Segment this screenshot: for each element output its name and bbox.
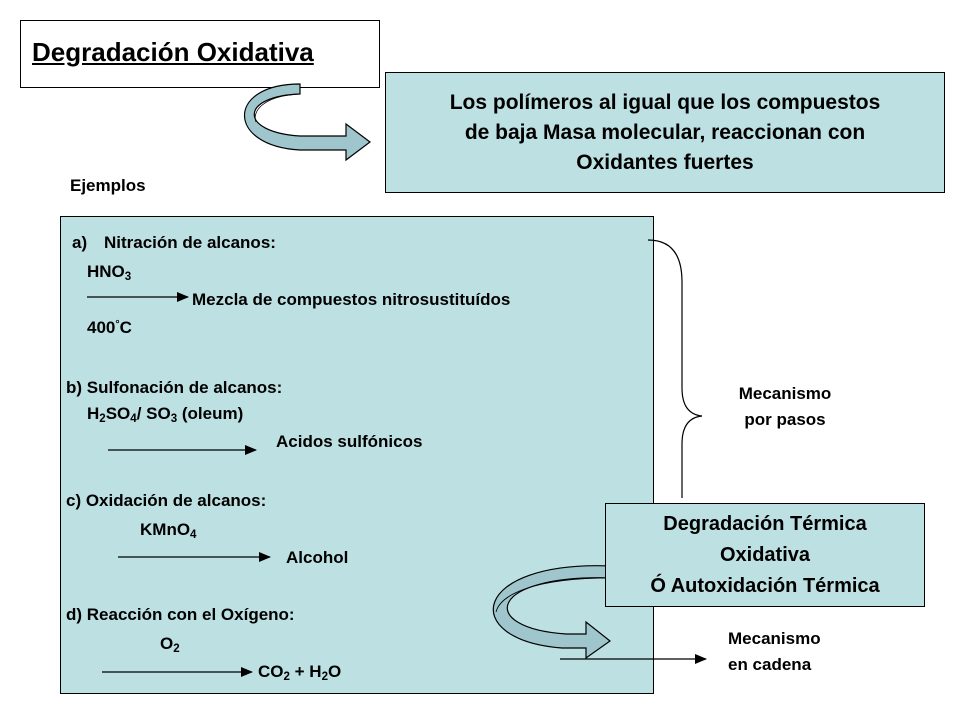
thermal-degradation-box: Degradación Térmica Oxidativa Ó Autoxida… (605, 503, 925, 607)
mechanism-chain-line-2: en cadena (728, 655, 812, 674)
reaction-a-marker: a) (72, 233, 88, 252)
reaction-c-reagent: KMnO4 (140, 520, 197, 542)
reaction-a-heading: Nitración de alcanos: (104, 233, 276, 252)
examples-box (60, 216, 654, 694)
reaction-d-reagent: O2 (160, 634, 180, 656)
reaction-b-heading: b) Sulfonación de alcanos: (66, 378, 283, 397)
mechanism-chain-label: Mecanismo en cadena (728, 626, 821, 678)
curved-arrow-top (244, 83, 371, 162)
reaction-a-product: Mezcla de compuestos nitrosustituídos (192, 290, 511, 309)
thermal-line-2: Oxidativa (719, 543, 811, 566)
right-brace (647, 239, 703, 498)
intro-line-3: Oxidantes fuertes (576, 150, 754, 174)
mechanism-chain-line-1: Mecanismo (728, 629, 821, 648)
intro-line-1: Los polímeros al igual que los compuesto… (449, 90, 881, 114)
thermal-line-3: Ó Autoxidación Térmica (650, 574, 880, 597)
mechanism-steps-label: Mecanismo por pasos (700, 381, 870, 433)
mechanism-steps-line-2: por pasos (744, 410, 826, 429)
curved-arrow-bottom (492, 565, 613, 660)
reaction-d-product: CO2 + H2O (258, 662, 342, 684)
examples-label: Ejemplos (70, 176, 146, 195)
reaction-a-condition: 400°C (87, 318, 132, 337)
reaction-b-reagent: H2SO4/ SO3 (oleum) (87, 404, 244, 426)
reaction-a-reagent: HNO3 (87, 262, 132, 284)
page-title: Degradación Oxidativa (32, 37, 314, 67)
reaction-c-product: Alcohol (286, 548, 349, 567)
mechanism-steps-line-1: Mecanismo (738, 384, 832, 403)
title-box (20, 20, 380, 88)
reaction-c-heading: c) Oxidación de alcanos: (66, 491, 267, 510)
intro-line-2: de baja Masa molecular, reaccionan con (464, 120, 866, 144)
reaction-b-product: Acidos sulfónicos (276, 432, 423, 451)
thermal-line-1: Degradación Térmica (663, 512, 867, 535)
intro-box: Los polímeros al igual que los compuesto… (385, 72, 945, 193)
reaction-d-heading: d) Reacción con el Oxígeno: (66, 605, 295, 624)
